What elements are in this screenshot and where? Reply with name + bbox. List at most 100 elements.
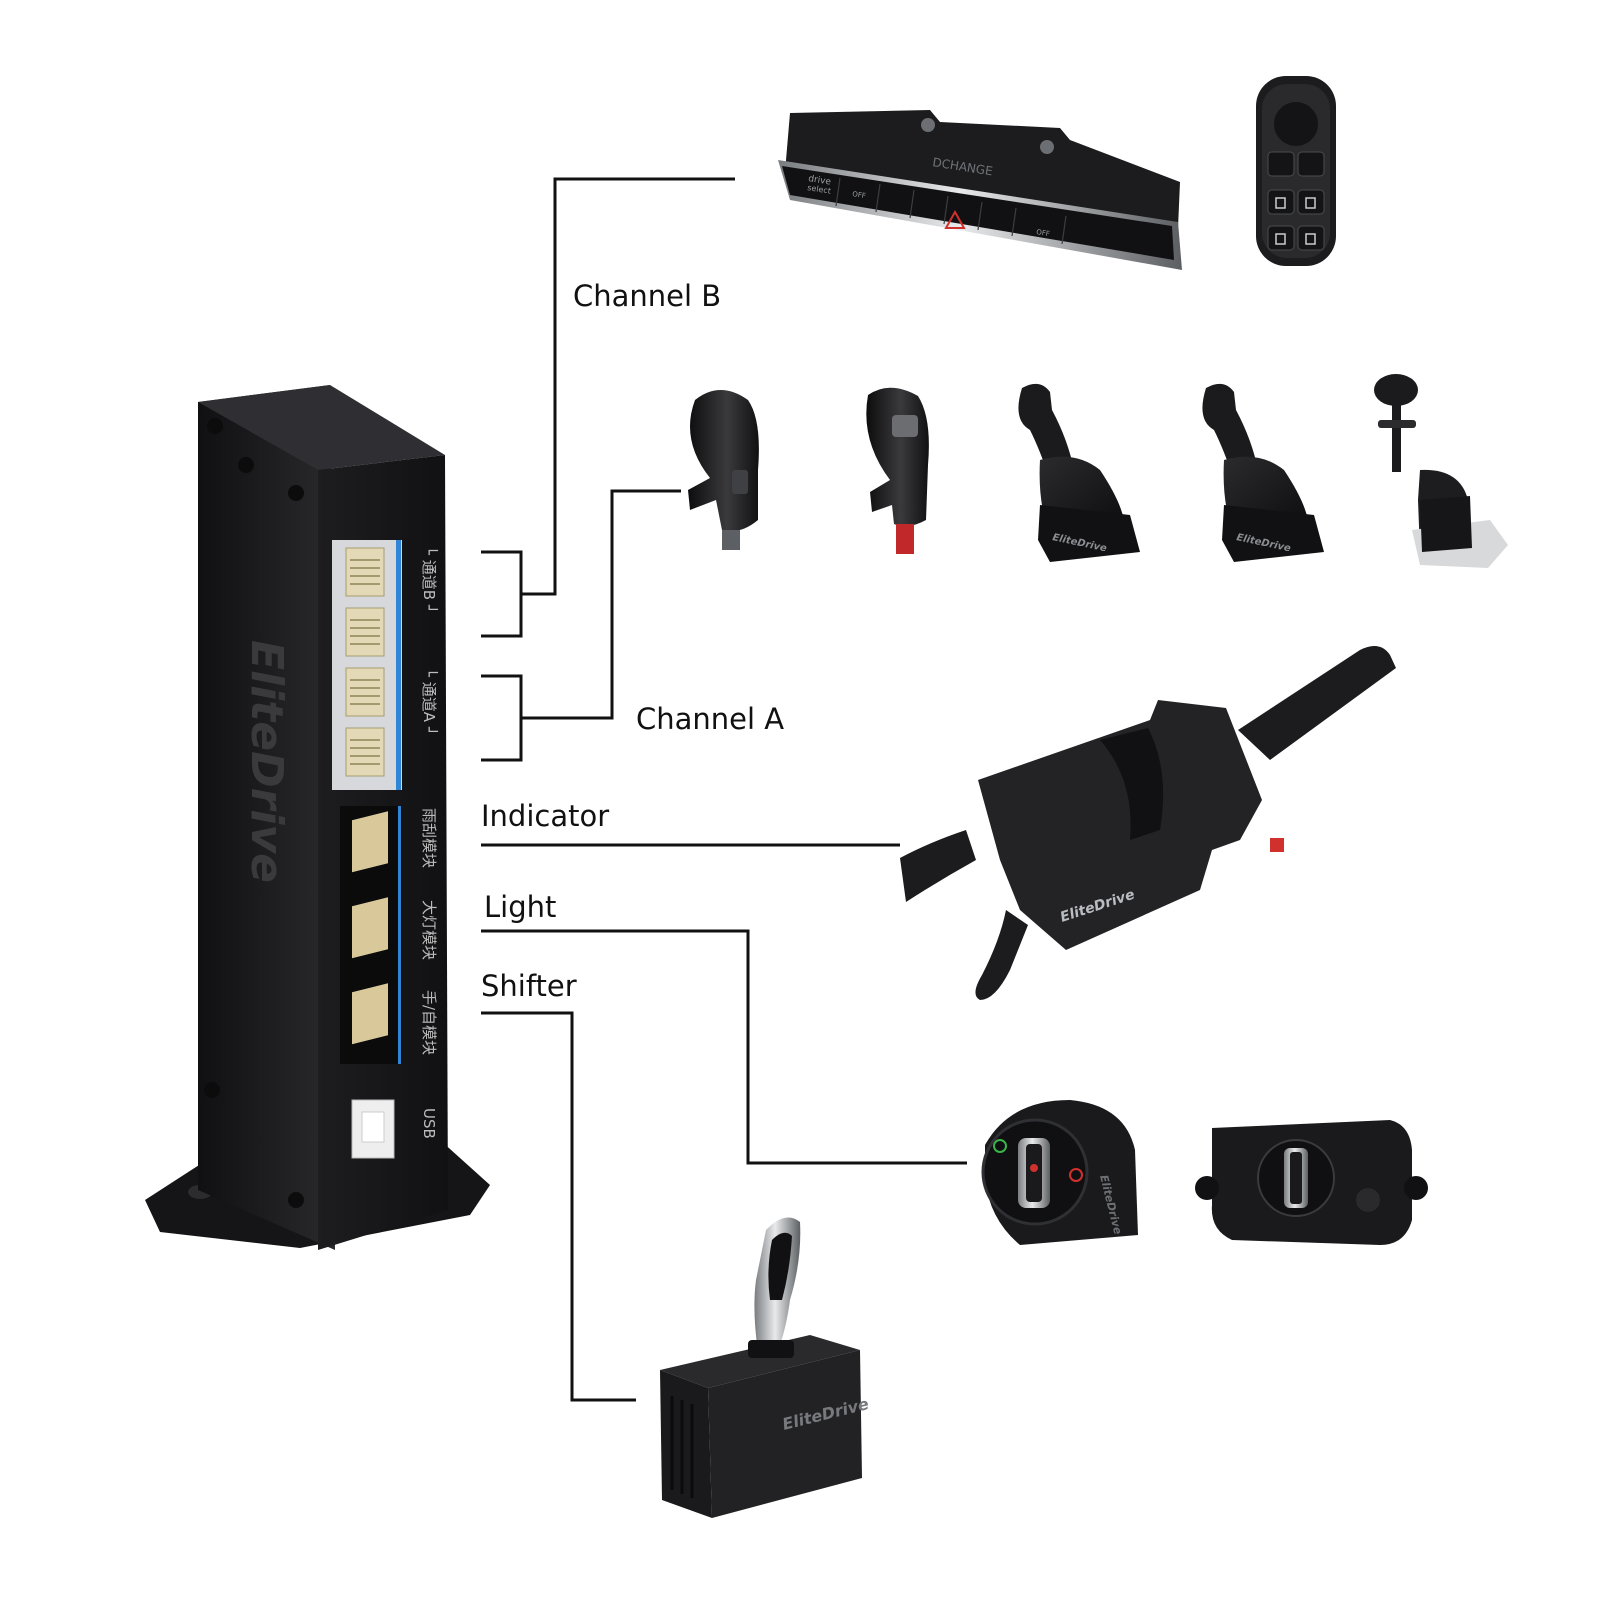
port-pin-lines	[350, 559, 380, 765]
gear-knob-device	[688, 390, 759, 550]
knob-body	[688, 390, 759, 532]
dimmer-knob	[1356, 1188, 1380, 1212]
window-icon	[1275, 197, 1316, 245]
module-port	[352, 983, 388, 1045]
button-bar-device: DCHANGE drive select OFF OFF	[778, 110, 1182, 270]
window-switch-device	[1256, 76, 1336, 266]
rally-block	[1420, 496, 1472, 552]
hub-top-face	[198, 385, 445, 470]
label-light: Light	[484, 890, 557, 924]
gear-knob-device	[866, 387, 929, 554]
hub-brand: EliteDrive	[241, 640, 292, 883]
light-switch-device: EliteDrive	[981, 1100, 1138, 1245]
stalk-arch	[1100, 728, 1164, 840]
channel-b-bracket	[481, 550, 523, 638]
knob-shaft	[896, 524, 914, 554]
light-switch-knob-center	[1026, 1144, 1042, 1202]
button-bar-top	[785, 110, 1180, 228]
gear-selector-device: EliteDrive	[660, 1217, 871, 1518]
h-pattern-shifter-device: EliteDrive	[1018, 383, 1140, 562]
window-switch-pad	[1274, 102, 1318, 146]
shifter-boot	[1223, 456, 1308, 524]
port-label-channel-b: └ 通道B ┘	[420, 546, 439, 614]
hub-screw	[288, 485, 304, 501]
hub-screw	[204, 1082, 220, 1098]
shifter-boot	[1039, 456, 1124, 524]
light-switch-red-dot	[1030, 1164, 1038, 1172]
selector-vent-slots	[670, 1396, 694, 1498]
rally-shifter-device	[1374, 374, 1508, 568]
module-port-accent	[398, 806, 401, 1064]
button-bar-screw	[921, 118, 935, 132]
shifter-base	[1222, 505, 1324, 562]
port-label-light-module: 大灯模块	[420, 900, 438, 960]
button-bar-buttons	[835, 177, 1067, 245]
knob-button	[892, 415, 918, 437]
shifter-line	[481, 1011, 636, 1402]
port-label-channel-a: └ 通道A ┘	[420, 668, 439, 736]
selector-lever-inset	[768, 1232, 792, 1300]
channel-ports	[345, 547, 385, 777]
hub-side-face	[198, 385, 335, 1250]
stalk-lever-lower	[975, 910, 1028, 1000]
channel-a-bracket	[481, 674, 523, 762]
light-line	[481, 929, 967, 1165]
label-channel-b: Channel B	[573, 279, 722, 313]
shifter-lever	[1202, 383, 1258, 480]
knob-body	[866, 387, 929, 527]
label-shifter: Shifter	[481, 969, 577, 1003]
rally-stem	[1392, 402, 1401, 472]
light-switch-ear	[1404, 1176, 1428, 1200]
selector-box-top	[660, 1335, 860, 1388]
port-label-wiper-module: 雨刮模块	[420, 808, 438, 868]
label-channel-a: Channel A	[636, 702, 785, 736]
selector-lever-base	[748, 1340, 794, 1358]
module-ports	[352, 811, 388, 1045]
channel-port-accent	[396, 540, 401, 790]
knob-shaft	[722, 530, 740, 550]
indicator-stalk-device: EliteDrive	[900, 646, 1396, 1000]
h-pattern-shifter-device: EliteDrive	[1202, 383, 1324, 562]
connector-lines	[481, 177, 967, 1402]
button-bar-face	[782, 166, 1174, 260]
stalk-housing	[978, 700, 1262, 950]
rj45-port	[345, 727, 385, 777]
light-switch-knob-center	[1290, 1152, 1302, 1204]
button-bar-screw	[1040, 140, 1054, 154]
rj45-port	[345, 667, 385, 717]
rj45-port	[345, 607, 385, 657]
rally-collar	[1378, 420, 1416, 428]
rj45-port	[345, 547, 385, 597]
hub-screw	[238, 457, 254, 473]
button-bar-off-1: OFF	[852, 190, 867, 200]
module-port	[352, 897, 388, 959]
fog-light-icon	[993, 1139, 1007, 1153]
hub-screw	[288, 1192, 304, 1208]
shifter-lever	[1018, 383, 1074, 480]
stalk-lever-left	[900, 830, 976, 902]
light-switch-device	[1195, 1120, 1428, 1245]
channel-a-line	[521, 489, 681, 720]
button-bar-select: select	[807, 183, 832, 196]
port-label-usb: USB	[420, 1108, 438, 1139]
light-switch-ear	[1195, 1176, 1219, 1200]
hub-device: EliteDrive └ 通道B ┘ └ 通道A ┘ 雨刮	[145, 385, 490, 1250]
knob-button	[732, 470, 748, 494]
usb-port-inner	[361, 1111, 385, 1143]
rally-knob	[1374, 374, 1418, 406]
port-label-shifter-module: 手/自模块	[420, 990, 438, 1055]
rear-fog-icon	[1069, 1168, 1083, 1182]
shifter-base	[1038, 505, 1140, 562]
channel-b-line	[521, 177, 735, 596]
selector-box-side	[708, 1350, 862, 1518]
stalk-lever-right	[1238, 646, 1396, 760]
hazard-icon	[944, 209, 966, 229]
button-bar-drive: drive	[808, 174, 833, 188]
selector-box-front	[660, 1370, 712, 1518]
module-port	[352, 811, 388, 873]
label-indicator: Indicator	[481, 799, 610, 833]
window-switch-buttons	[1267, 151, 1325, 251]
button-bar-off-2: OFF	[1036, 228, 1051, 238]
stalk-red-indicator	[1270, 838, 1284, 852]
